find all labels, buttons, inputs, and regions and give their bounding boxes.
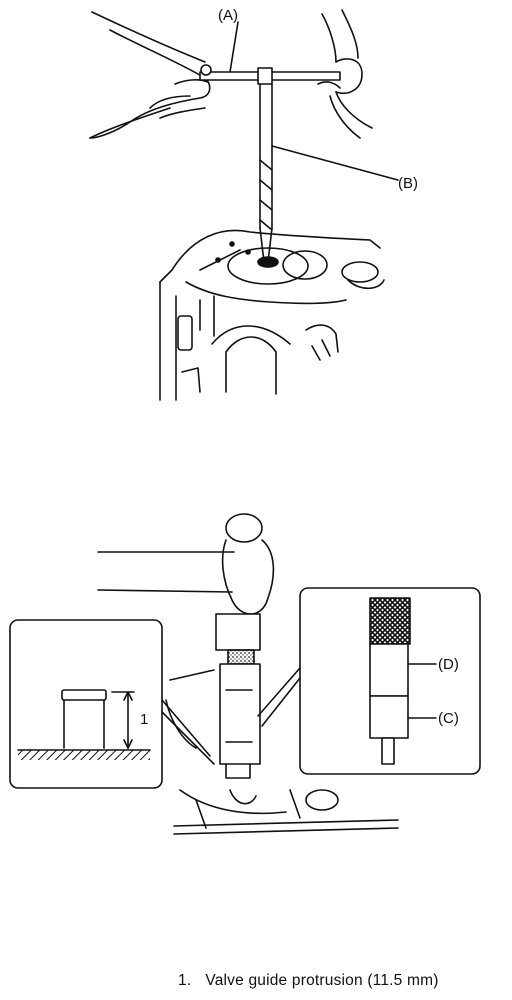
leader-a [229, 21, 239, 73]
hammer-head [221, 513, 275, 615]
tool-body-d [369, 643, 409, 697]
handle-center-block [257, 67, 273, 85]
leader-b [271, 145, 399, 181]
handle-left-knob [200, 64, 212, 76]
dimension-label: 1 [140, 711, 148, 728]
left-hand-drawing [89, 11, 211, 139]
cylinder-head-bottom [165, 669, 399, 835]
tool-pilot [381, 737, 395, 765]
figure-2-installer [9, 513, 481, 835]
label-d: (D) [438, 656, 459, 673]
label-a: (A) [218, 7, 238, 24]
inset-tool-detail [257, 587, 481, 775]
caption-number: 1. [178, 972, 192, 989]
label-b: (B) [398, 175, 418, 192]
reamer-shaft [259, 83, 273, 263]
valve-guide-installer [215, 613, 261, 779]
figure-caption: 1. Valve guide protrusion (11.5 mm) [178, 972, 439, 990]
hammer-handle-bottom [97, 589, 233, 593]
right-hand-drawing [317, 9, 373, 139]
cylinder-head-top [159, 229, 385, 401]
inset-protrusion-detail [9, 619, 215, 789]
tool-body-c [369, 695, 409, 739]
figure-1-reamer [89, 9, 399, 401]
label-c: (C) [438, 710, 459, 727]
tool-knurled-grip [369, 597, 411, 645]
caption-text: Valve guide protrusion (11.5 mm) [205, 972, 439, 989]
